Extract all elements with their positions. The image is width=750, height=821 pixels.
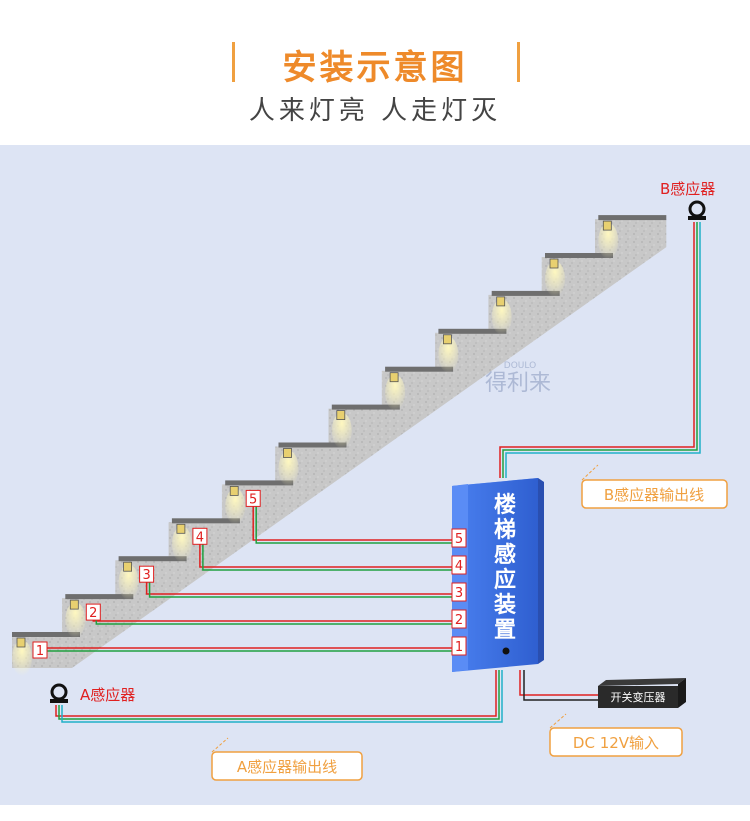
step-number: 1 [36,644,44,659]
step-light-glow [171,526,192,563]
step-wire-red [92,620,452,622]
port-number: 2 [455,613,463,628]
stair-tread [598,215,667,221]
stair-tread [385,366,454,372]
callout-power: DC 12V输入 [549,713,683,757]
power-input-label: DC 12V输入 [573,734,659,752]
sensor-b-output-label: B感应器输出线 [604,486,704,504]
step-light-glow [491,298,512,335]
step-wire-green [148,582,452,598]
power-unit: 开关变压器 [598,678,686,708]
watermark: 得利来 [485,371,551,396]
page-subtitle: 人来灯亮 人走灯灭 [248,96,502,126]
step-light [389,372,399,383]
step-wire-red [199,544,452,568]
stair-tread [118,556,187,562]
port-number: 3 [455,586,463,601]
stair-tread [331,404,400,410]
step-wire-green [42,650,452,658]
step-light [176,523,186,534]
port-number: 1 [455,640,463,655]
step-number-box [139,565,155,583]
step-number-box [245,489,261,507]
stair-tread [171,518,240,524]
stair-tread [545,253,613,258]
step-light [16,637,26,648]
step-number-box [32,641,48,659]
step-light-glow [12,640,32,676]
step-number: 5 [249,492,257,507]
controller-indicator [502,647,510,655]
title-left-bar [232,42,235,82]
stair-tread [278,442,347,448]
port-number: 5 [455,532,463,547]
step-light-glow [385,374,406,411]
step-light-glow [331,412,352,449]
step-number: 3 [142,568,150,583]
step-light [496,296,506,307]
step-number: 4 [196,530,204,545]
footer-strip [0,805,750,821]
controller-ports: 5 4 3 2 1 [451,528,467,656]
diagram-canvas: 得利来 DOULO 1 2 3 4 5 楼梯感应装置 5 4 3 2 1 开关变压器 [12,180,728,781]
step-light-glow [118,564,139,601]
page-title: 安装示意图 [282,48,468,88]
stair-tread [12,632,80,637]
stair-tread [65,594,134,600]
port-number-box [451,609,467,629]
port-number-box [451,636,467,656]
port-number-box [451,582,467,602]
sensor-b-label: B感应器 [660,180,715,198]
step-light [549,258,559,269]
step-light [442,334,452,345]
sensor-a-wires [55,670,503,723]
watermark-small: DOULO [504,361,536,371]
stair-tread [438,328,507,334]
stair-tread [225,480,294,486]
step-light-glow [598,223,619,260]
step-light-glow [278,450,299,487]
step-light [602,220,612,231]
stair-tread [491,290,560,296]
power-wires [519,670,600,701]
step-light-glow [225,488,246,525]
port-number: 4 [455,559,463,574]
step-number-box [192,527,208,545]
power-unit-label: 开关变压器 [611,690,666,704]
step-light-glow [65,602,86,639]
sensor-b-wires [499,222,701,478]
port-number-box [451,528,467,548]
step-labels: 1 2 3 4 5 [32,489,261,659]
callout-b: B感应器输出线 [581,464,728,509]
step-wire-red [145,582,452,595]
step-light-glow [438,336,459,373]
step-light [283,448,292,458]
step-wire-green [255,506,452,544]
header: 安装示意图 人来灯亮 人走灯灭 [0,0,750,145]
sensor-a-output-label: A感应器输出线 [237,758,337,776]
step-wire-red [252,506,452,541]
step-light-glow [545,261,565,297]
staircase [12,215,667,676]
port-number-box [451,555,467,575]
installation-diagram: 得利来 DOULO 1 2 3 4 5 楼梯感应装置 5 4 3 2 1 开关变压器 [0,145,750,805]
title-right-bar [517,42,520,82]
sensor-a: A感应器 [50,683,135,704]
controller-label: 楼梯感应装置 [494,493,520,643]
callout-a: A感应器输出线 [211,737,363,781]
step-light [229,485,239,496]
step-number: 2 [89,606,97,621]
step-light [336,410,346,421]
sensor-b: B感应器 [660,180,715,220]
sensor-a-label: A感应器 [80,686,135,704]
step-wire-green [202,544,452,571]
step-light [123,561,132,572]
step-wire-green [95,620,452,625]
step-light [69,599,79,610]
step-wire-red [39,647,452,658]
step-number-box [85,603,101,621]
